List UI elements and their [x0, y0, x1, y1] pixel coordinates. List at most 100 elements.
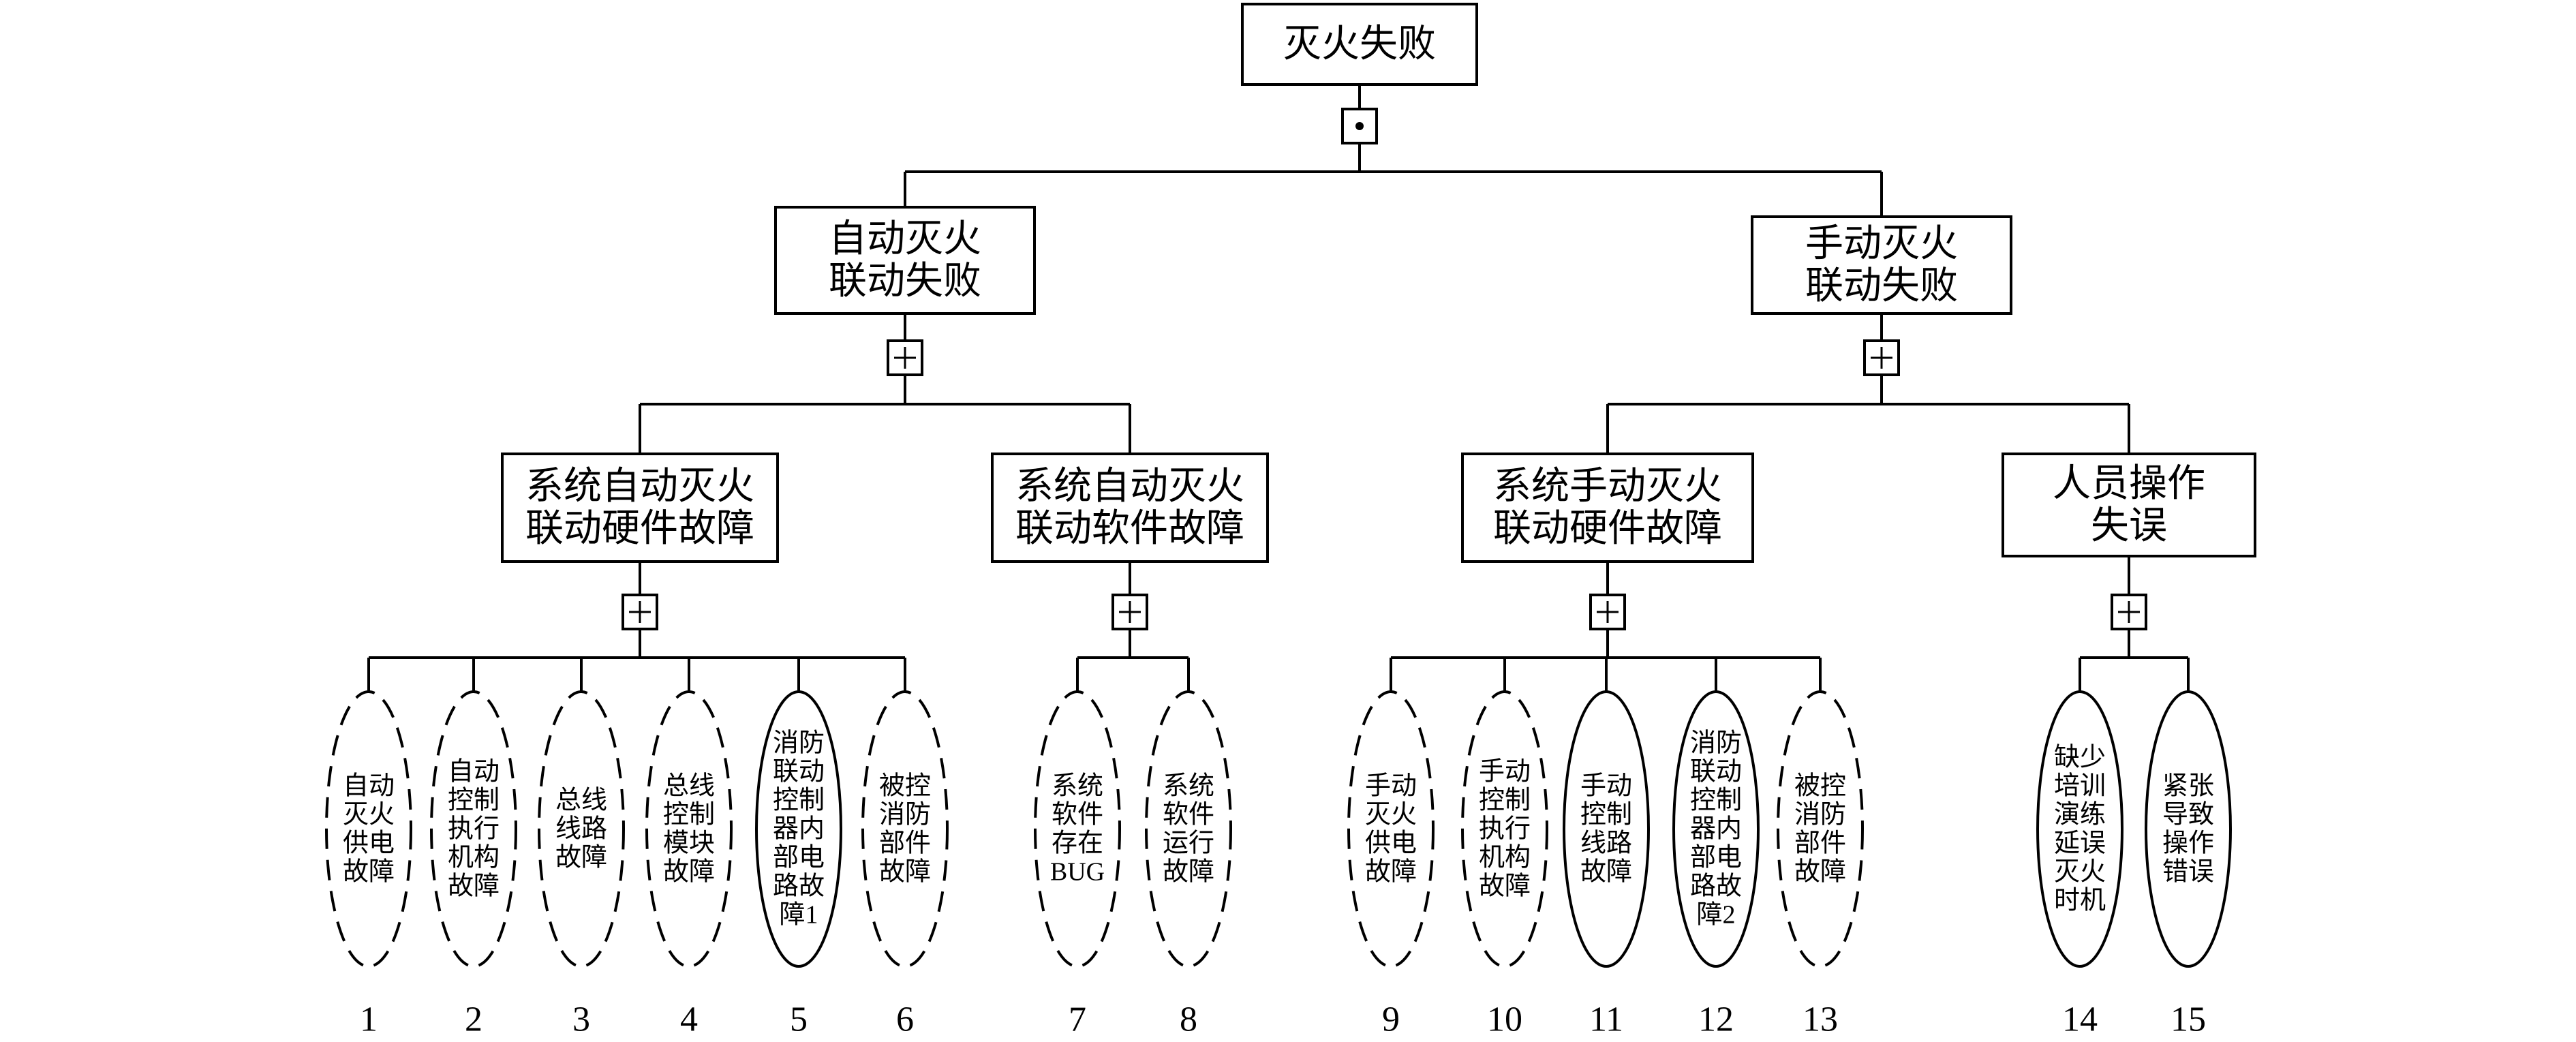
basic-event-ellipse [1145, 690, 1232, 968]
or-gate-icon [1111, 594, 1148, 630]
basic-event-number: 7 [1069, 1000, 1086, 1039]
basic-event-number: 6 [896, 1000, 914, 1039]
basic-event-ellipse [1461, 690, 1548, 968]
basic-event-label: 障2 [1696, 901, 1735, 930]
basic-event-label: 系统 [1052, 772, 1103, 801]
basic-event-number: 15 [2171, 1000, 2206, 1039]
gate-frame [2111, 594, 2147, 630]
event-label: 自动灭火 [829, 218, 981, 260]
basic-event-ellipse [538, 690, 625, 968]
basic-event-label: 故障 [879, 858, 931, 887]
or-gate-icon [622, 594, 658, 630]
or-gate-icon [887, 339, 923, 376]
basic-event-label: 控制 [773, 786, 825, 815]
event-label: 手动灭火 [1805, 223, 1958, 265]
basic-event-label: 故障 [663, 858, 715, 887]
or-gate-icon [2111, 594, 2147, 630]
basic-event-label: 器内 [773, 815, 825, 844]
basic-event-label: 供电 [1365, 829, 1417, 858]
basic-event-label: 自动 [343, 772, 395, 801]
event-label: 失误 [2091, 505, 2167, 547]
basic-event-label: 故障 [555, 844, 607, 872]
basic-event-label: 消防 [773, 729, 825, 758]
basic-event-ellipse [325, 690, 412, 968]
basic-event-label: 自动 [448, 758, 500, 786]
basic-event-label: 错误 [2162, 858, 2214, 887]
basic-event-number: 1 [360, 1000, 378, 1039]
basic-event-label: 联动 [1690, 758, 1742, 786]
basic-event-label: 时机 [2054, 887, 2106, 915]
basic-event-label: 存在 [1052, 829, 1103, 858]
basic-event-label: 消防 [879, 801, 931, 829]
or-gate-icon [1589, 594, 1626, 630]
basic-event-ellipse [645, 690, 733, 968]
event-label: 人员操作 [2053, 463, 2205, 505]
basic-event-label: 障1 [779, 901, 818, 930]
event-label: 联动失败 [829, 260, 981, 303]
basic-event-label: 器内 [1690, 815, 1742, 844]
basic-event-label: 机构 [448, 844, 500, 872]
basic-event-ellipse [1347, 690, 1435, 968]
and-gate-icon [1341, 108, 1378, 144]
basic-event-label: 故障 [343, 858, 395, 887]
basic-event-label: 软件 [1163, 801, 1214, 829]
connector-lines [367, 85, 2190, 692]
event-label: 联动硬件故障 [1493, 508, 1722, 550]
or-gate-icon [1863, 339, 1900, 376]
event-nodes: 灭火失败自动灭火联动失败手动灭火联动失败系统自动灭火联动硬件故障系统自动灭火联动… [325, 3, 2256, 1039]
event-box [991, 453, 1269, 563]
basic-event-number: 5 [790, 1000, 808, 1039]
basic-event-label: 线路 [1580, 829, 1632, 858]
basic-event-ellipse [755, 690, 842, 968]
basic-event-label: 供电 [343, 829, 395, 858]
basic-event-number: 8 [1180, 1000, 1197, 1039]
basic-event-label: 导致 [2162, 801, 2214, 829]
basic-event-label: 部电 [773, 844, 825, 872]
basic-event-label: 路故 [773, 872, 825, 901]
basic-event-number: 11 [1589, 1000, 1623, 1039]
basic-event-label: 手动 [1365, 772, 1417, 801]
basic-event-label: 故障 [1794, 858, 1846, 887]
event-box [1461, 453, 1754, 563]
basic-event-label: 控制 [1580, 801, 1632, 829]
event-label: 系统自动灭火 [1015, 465, 1244, 508]
event-label: 联动失败 [1805, 265, 1958, 307]
event-box [501, 453, 779, 563]
basic-event-number: 14 [2062, 1000, 2098, 1039]
basic-event-label: 手动 [1479, 758, 1531, 786]
basic-event-label: 消防 [1794, 801, 1846, 829]
gate-dot [1355, 122, 1364, 130]
basic-event-label: 部电 [1690, 844, 1742, 872]
event-label: 联动软件故障 [1015, 508, 1244, 550]
basic-event-label: BUG [1050, 858, 1105, 887]
gate-frame [1111, 594, 1148, 630]
basic-event-ellipse [861, 690, 949, 968]
basic-event-label: 故障 [1163, 858, 1214, 887]
basic-event-label: 手动 [1580, 772, 1632, 801]
basic-event-ellipse [2145, 690, 2232, 968]
basic-event-ellipse [1034, 690, 1121, 968]
basic-event-number: 12 [1698, 1000, 1734, 1039]
basic-event-label: 模块 [663, 829, 715, 858]
basic-event-label: 系统 [1163, 772, 1214, 801]
basic-event-label: 总线 [555, 786, 607, 815]
basic-event-label: 运行 [1163, 829, 1214, 858]
basic-event-label: 灭火 [343, 801, 395, 829]
event-label: 系统自动灭火 [525, 465, 754, 508]
event-label: 联动硬件故障 [525, 508, 754, 550]
